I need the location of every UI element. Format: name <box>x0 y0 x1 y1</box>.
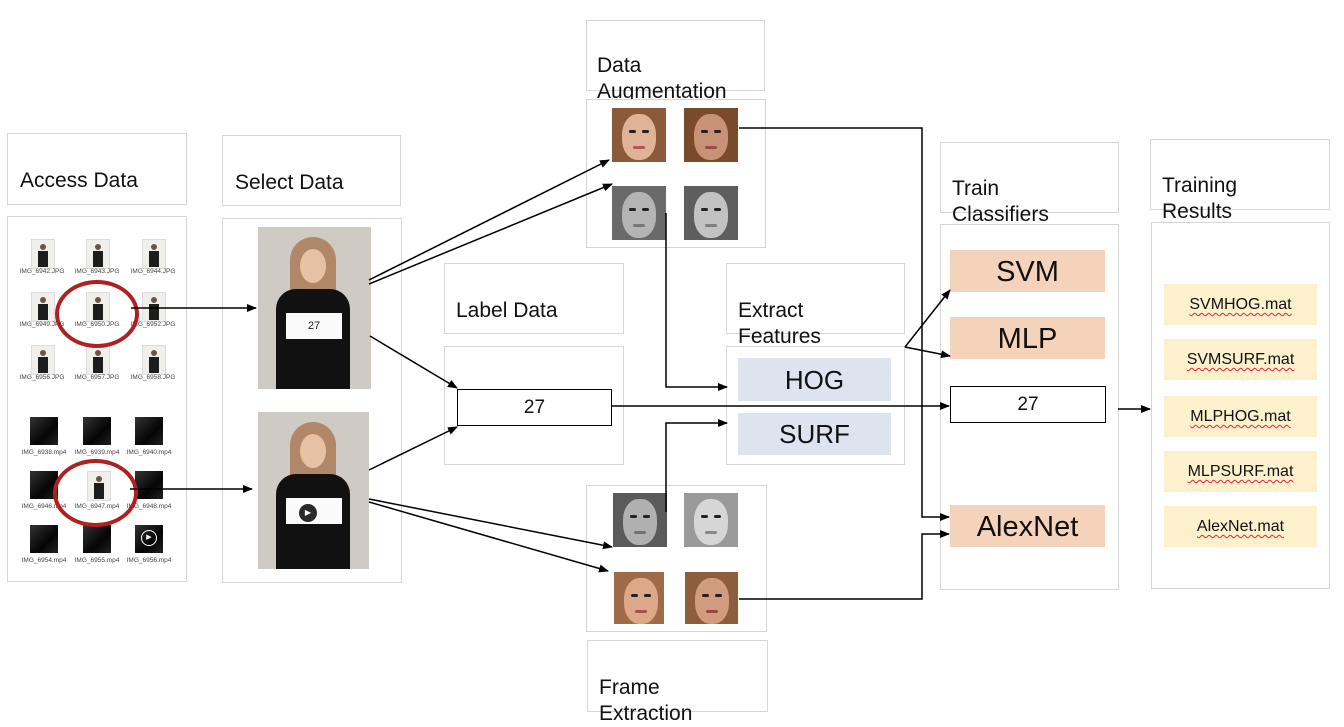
training-results-title: Training Results <box>1162 174 1238 223</box>
select-data-title-box: Select Data <box>222 135 401 206</box>
play-icon: ▶ <box>141 530 157 546</box>
extracted-frame <box>684 493 738 547</box>
result-file: MLPSURF.mat <box>1164 451 1317 492</box>
training-results-title-box: Training Results <box>1150 139 1330 223</box>
classifier-alexnet: AlexNet <box>950 505 1105 547</box>
select-data-title: Select Data <box>235 171 344 194</box>
select-data-panel: 27 ▶ <box>222 218 402 583</box>
file-name: IMG_6949.JPG <box>19 321 65 328</box>
result-file-name: MLPSURF.mat <box>1187 463 1294 480</box>
extracted-frame <box>614 572 664 624</box>
arrow-features-to-mlp <box>904 346 951 359</box>
file-name: IMG_6956.JPG <box>19 374 65 381</box>
data-augmentation-title-box: Data Augmentation <box>586 20 765 103</box>
extracted-frame <box>685 572 738 624</box>
arrow-frames-to-surf <box>665 419 728 512</box>
file-name: IMG_6946.mp4 <box>21 503 67 510</box>
augmented-face <box>684 108 738 162</box>
selected-photo: 27 <box>258 227 371 389</box>
label-data-title: Label Data <box>456 299 558 322</box>
result-file: AlexNet.mat <box>1164 506 1317 547</box>
result-file-name: SVMHOG.mat <box>1189 296 1292 313</box>
arrow-photo-to-augment-2 <box>368 183 613 285</box>
file-name: IMG_6942.JPG <box>19 268 65 275</box>
data-augmentation-panel <box>586 99 766 248</box>
result-file: SVMSURF.mat <box>1164 339 1317 380</box>
frame-extraction-panel <box>586 485 767 632</box>
arrow-augment-to-alexnet <box>739 127 950 521</box>
arrow-video-to-frames-1 <box>368 498 613 550</box>
play-icon: ▶ <box>299 504 317 522</box>
selected-video-highlight <box>53 459 138 527</box>
train-classifiers-title-box: Train Classifiers <box>940 142 1119 226</box>
arrow-frames-to-alexnet <box>739 530 950 600</box>
result-file-name: AlexNet.mat <box>1196 518 1285 535</box>
train-classifiers-title: Train Classifiers <box>952 177 1049 226</box>
sign-number: 27 <box>286 313 342 339</box>
file-name: IMG_6955.mp4 <box>74 557 120 564</box>
classifier-label-box: 27 <box>950 386 1106 423</box>
arrow-features-to-svm <box>904 289 951 348</box>
file-name: IMG_6957.JPG <box>74 374 120 381</box>
file-name: IMG_6952.JPG <box>130 321 176 328</box>
result-file: SVMHOG.mat <box>1164 284 1317 325</box>
extracted-frame <box>613 493 667 547</box>
selected-video-frame: ▶ <box>258 412 369 569</box>
file-name: IMG_6944.JPG <box>130 268 176 275</box>
augmented-face <box>612 108 666 162</box>
extract-features-title-box: Extract Features <box>726 263 905 348</box>
file-name: IMG_6939.mp4 <box>74 449 120 456</box>
file-name: IMG_6948.mp4 <box>126 503 172 510</box>
access-data-title: Access Data <box>20 169 138 192</box>
label-data-title-box: Label Data <box>444 263 624 334</box>
result-file-name: SVMSURF.mat <box>1186 351 1295 368</box>
selected-image-highlight <box>55 280 139 348</box>
file-name: IMG_6938.mp4 <box>21 449 67 456</box>
arrow-photo-to-augment-1 <box>368 159 610 281</box>
classifier-svm: SVM <box>950 250 1105 292</box>
augmented-face <box>612 186 666 240</box>
feature-surf: SURF <box>738 413 891 455</box>
extract-features-title: Extract Features <box>738 299 821 348</box>
file-name: IMG_6954.mp4 <box>21 557 67 564</box>
label-value-box: 27 <box>457 389 612 426</box>
file-name: IMG_6940.mp4 <box>126 449 172 456</box>
file-name: IMG_6943.JPG <box>74 268 120 275</box>
result-file: MLPHOG.mat <box>1164 396 1317 437</box>
arrow-video-to-frames-2 <box>368 501 609 573</box>
arrow-video-to-label <box>368 426 458 471</box>
arrow-augment-to-hog <box>665 213 728 391</box>
access-data-title-box: Access Data <box>7 133 187 205</box>
arrow-photo-to-label <box>369 335 458 389</box>
data-augmentation-title: Data Augmentation <box>597 54 727 103</box>
classifier-mlp: MLP <box>950 317 1105 359</box>
feature-hog: HOG <box>738 358 891 401</box>
file-name: IMG_6958.JPG <box>130 374 176 381</box>
file-name: IMG_6956.mp4 <box>126 557 172 564</box>
result-file-name: MLPHOG.mat <box>1190 408 1291 425</box>
augmented-face <box>684 186 738 240</box>
